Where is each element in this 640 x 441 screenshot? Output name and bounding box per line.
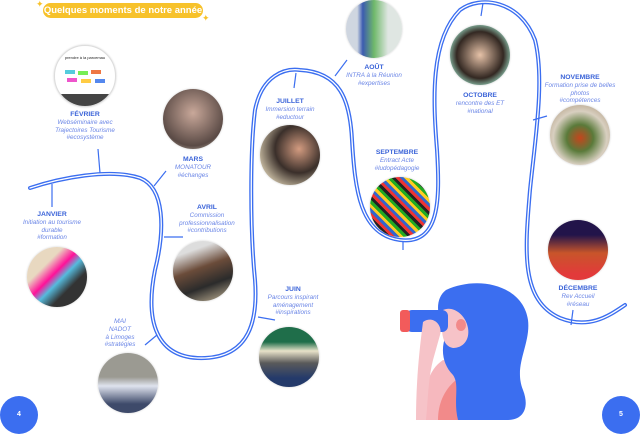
sparkle-icon: ✦ xyxy=(202,13,210,23)
photo-aout xyxy=(346,0,402,58)
photo-fevrier: prendre à la parcemau xyxy=(54,45,116,107)
page-number-left: 4 xyxy=(0,396,38,434)
photo-janvier xyxy=(27,247,87,307)
photo-novembre xyxy=(550,105,610,165)
photo-mars xyxy=(163,89,223,149)
photo-decembre xyxy=(548,220,608,280)
photo-octobre xyxy=(450,25,510,85)
page-title: Quelques moments de notre année xyxy=(43,3,203,18)
connectors xyxy=(51,2,574,346)
photo-avril xyxy=(173,241,233,301)
photo-juin xyxy=(259,327,319,387)
photo-heading: prendre à la parcemau xyxy=(64,55,106,60)
page-number-right: 5 xyxy=(602,396,640,434)
photo-septembre xyxy=(370,177,430,237)
sparkle-icon: ✦ xyxy=(36,0,44,9)
photo-mai xyxy=(98,353,158,413)
photo-juillet xyxy=(260,125,320,185)
woman-binoculars-illustration xyxy=(400,283,529,420)
